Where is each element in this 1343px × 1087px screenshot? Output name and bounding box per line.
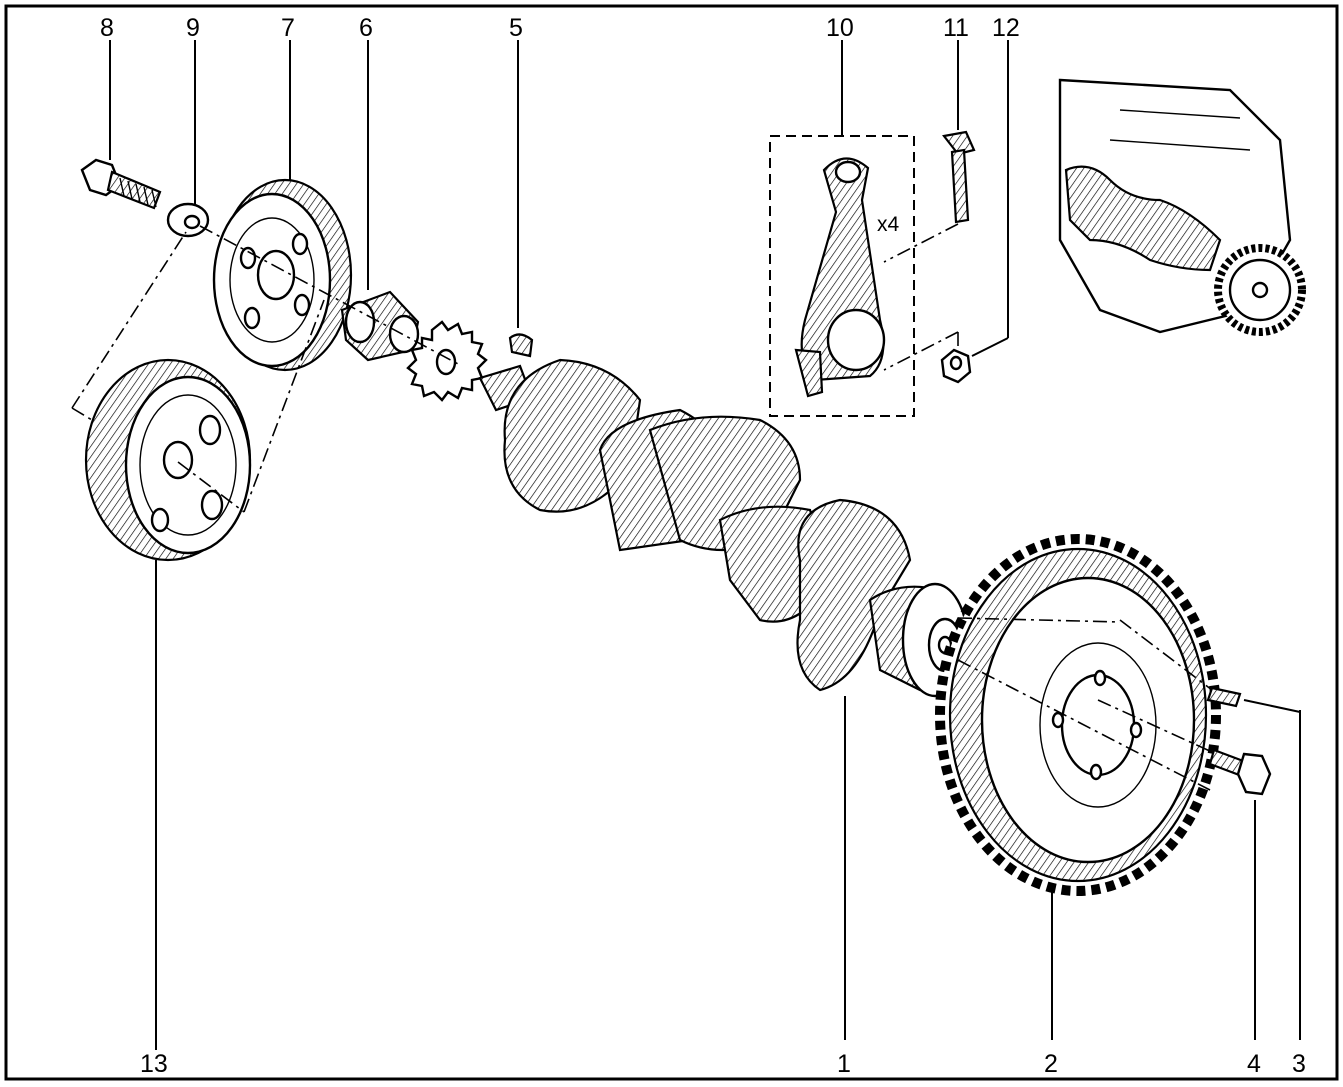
axis-line-rear-c bbox=[1119, 619, 1213, 691]
callout-6: 6 bbox=[359, 14, 373, 42]
engine-inset-illustration bbox=[1058, 78, 1306, 336]
callout-11: 11 bbox=[943, 14, 969, 42]
axis-line-alt-c bbox=[71, 407, 93, 421]
rod-bolt bbox=[942, 130, 976, 224]
axis-line-alt-b bbox=[243, 299, 325, 513]
callout-1: 1 bbox=[837, 1050, 851, 1078]
rod-nut bbox=[940, 348, 972, 384]
axis-line-rear-d bbox=[1097, 699, 1213, 753]
woodruff-key bbox=[508, 333, 534, 358]
callout-10: 10 bbox=[826, 14, 854, 42]
crankshaft bbox=[478, 358, 972, 698]
timing-gear-hub bbox=[340, 290, 420, 362]
timing-sprocket bbox=[406, 320, 488, 402]
crankshaft-pulley bbox=[212, 178, 353, 372]
diagram-frame bbox=[4, 4, 1339, 1081]
callout-2: 2 bbox=[1044, 1050, 1058, 1078]
callout-9: 9 bbox=[186, 14, 200, 42]
axis-line-rear-a bbox=[957, 617, 1121, 623]
alternative-pulley bbox=[84, 358, 252, 562]
pulley-bolt bbox=[80, 158, 162, 210]
callout-5: 5 bbox=[509, 14, 523, 42]
leader-3b bbox=[1243, 699, 1301, 713]
callout-7: 7 bbox=[281, 14, 295, 42]
axis-line-alt-a bbox=[71, 231, 187, 409]
axis-line-rod-nut bbox=[883, 331, 959, 371]
callout-12: 12 bbox=[992, 14, 1020, 42]
flywheel bbox=[935, 534, 1221, 896]
axis-line-alt-d bbox=[177, 461, 245, 513]
callout-13: 13 bbox=[140, 1050, 168, 1078]
rod-quantity-label: x4 bbox=[877, 213, 900, 236]
flywheel-bolt bbox=[1208, 748, 1272, 796]
axis-line-rear-b bbox=[957, 659, 1211, 791]
callout-3: 3 bbox=[1292, 1050, 1306, 1078]
pulley-washer bbox=[166, 202, 210, 238]
axis-line-front bbox=[199, 225, 461, 366]
flywheel-dowel bbox=[1206, 686, 1242, 708]
leader-12b bbox=[971, 337, 1009, 357]
connecting-rod-group bbox=[769, 135, 915, 417]
callout-4: 4 bbox=[1247, 1050, 1261, 1078]
callout-8: 8 bbox=[100, 14, 114, 42]
axis-line-rod-bolt bbox=[883, 223, 959, 263]
